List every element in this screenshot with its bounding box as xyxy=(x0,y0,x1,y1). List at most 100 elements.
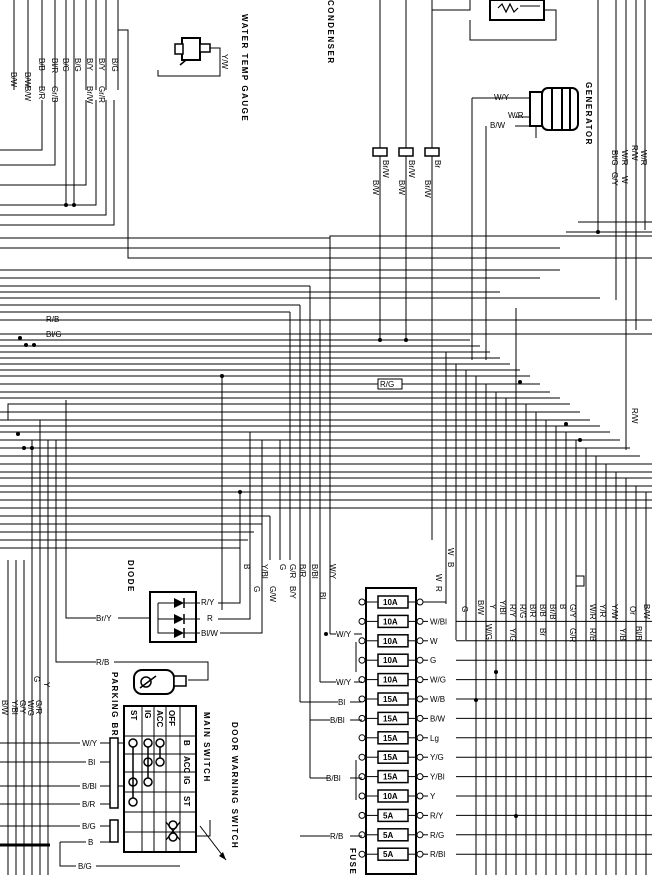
ms-wire-br: B/R xyxy=(82,800,96,809)
top-left-wire-labels: B/W B/W B/B Bl/R B/G B/G B/Y B/Y B/G Gr/… xyxy=(9,58,119,104)
fuse-output-label: R/G xyxy=(430,831,444,840)
fuse-terminal-right xyxy=(416,850,424,858)
svg-text:W/G: W/G xyxy=(484,624,493,640)
svg-text:W/G: W/G xyxy=(26,700,35,716)
gen-label-bw: B/W xyxy=(490,121,506,130)
fuse-left-bbl2: B/Bl xyxy=(326,774,341,783)
svg-text:W/R: W/R xyxy=(639,150,648,166)
svg-text:Y: Y xyxy=(42,682,51,688)
ms-col-off: OFF xyxy=(167,710,176,726)
fuse-amp: 5A xyxy=(383,850,393,859)
svg-text:B/Y: B/Y xyxy=(288,586,297,600)
parking-label-rb: R/B xyxy=(96,658,109,667)
fuse-terminal-right xyxy=(416,773,424,781)
generator: W/Y W/R B/W GENERATOR xyxy=(471,82,593,360)
fuse-amp: 10A xyxy=(383,676,398,685)
fuse-output-label: W/Bl xyxy=(430,617,447,626)
svg-text:B: B xyxy=(446,562,455,567)
diode: DIODE R/Y R Bl/W Br/Y xyxy=(65,400,263,643)
fuse-terminal-right xyxy=(416,792,424,800)
fuse-left-rb: R/B xyxy=(330,832,343,841)
svg-text:B/Y: B/Y xyxy=(85,58,94,72)
svg-text:G/Y: G/Y xyxy=(610,172,619,186)
svg-text:Bl: Bl xyxy=(318,592,327,599)
fuse-output-label: R/Y xyxy=(430,811,444,820)
fuse-terminal-left xyxy=(358,656,366,664)
svg-text:B/W: B/W xyxy=(9,72,18,88)
ms-row-acc: ACC xyxy=(182,756,191,774)
ms-wire-b: B xyxy=(88,838,93,847)
fuse-output-label: W xyxy=(430,637,438,646)
fuse-terminal-right xyxy=(416,676,424,684)
fuse-row: 5A xyxy=(358,808,424,823)
svg-text:B/G: B/G xyxy=(73,58,82,72)
fuse-amp: 5A xyxy=(383,811,393,820)
fuse-amp: 10A xyxy=(383,637,398,646)
fuse-left-bl: Bl xyxy=(338,698,345,707)
fuse-terminal-left xyxy=(358,792,366,800)
fuse-right-verticals: W B W R G B/W W/G Y Y/Bl R/Y Y/G R/G B/R… xyxy=(434,308,651,875)
svg-text:B: B xyxy=(558,604,567,609)
svg-text:B/B: B/B xyxy=(37,58,46,71)
main-switch: MAIN SWITCH DOOR WARNING SWITCH ST IG AC… xyxy=(0,705,239,871)
svg-text:Br/W: Br/W xyxy=(85,86,94,104)
svg-text:W/R: W/R xyxy=(588,604,597,620)
ms-col-st: ST xyxy=(129,710,138,720)
svg-text:Y/Bl: Y/Bl xyxy=(260,564,269,579)
fuse-terminal-left xyxy=(358,617,366,625)
svg-text:G: G xyxy=(32,676,41,682)
svg-text:Y/B: Y/B xyxy=(618,628,627,641)
svg-text:Br/W: Br/W xyxy=(381,160,390,178)
left-rb-label: R/B xyxy=(46,315,59,324)
fuse-block: FUSE 10A10A10A10A10A15A15A15A15A15A10A5A… xyxy=(299,560,424,875)
ms-wire-bg2: B/G xyxy=(78,862,92,871)
svg-text:G/R: G/R xyxy=(34,700,43,714)
gen-label-wy: W/Y xyxy=(494,93,510,102)
right-top-wires: Bl/G G/Y W/R R/W W/R W xyxy=(566,0,652,450)
fuse-amp: 15A xyxy=(383,773,398,782)
svg-text:G/Y: G/Y xyxy=(568,604,577,618)
fuse-terminal-right xyxy=(416,656,424,664)
svg-text:B/Y: B/Y xyxy=(97,58,106,72)
fuse-row: 10A xyxy=(358,614,424,629)
svg-text:B/W: B/W xyxy=(397,180,406,196)
ms-row-ig: IG xyxy=(182,776,191,784)
fuse-terminal-left xyxy=(358,695,366,703)
fuse-terminal-left xyxy=(358,773,366,781)
svg-text:W: W xyxy=(620,176,629,184)
svg-text:R/W: R/W xyxy=(630,145,639,161)
ms-wire-bg: B/G xyxy=(82,822,96,831)
svg-text:B/G: B/G xyxy=(110,58,119,72)
svg-text:W: W xyxy=(434,574,443,582)
fuse-amp: 10A xyxy=(383,792,398,801)
svg-text:B/G: B/G xyxy=(61,58,70,72)
fuse-row: 5A xyxy=(358,847,424,861)
svg-text:Br/W: Br/W xyxy=(407,160,416,178)
svg-text:B/R: B/R xyxy=(37,86,46,100)
fuse-terminal-left xyxy=(358,637,366,645)
generator-title: GENERATOR xyxy=(584,82,593,146)
diode-title: DIODE xyxy=(126,560,135,593)
diode-label-blw: Bl/W xyxy=(201,629,218,638)
diode-label-r: R xyxy=(207,614,213,623)
main-switch-title: MAIN SWITCH xyxy=(202,712,211,783)
svg-text:G/Y: G/Y xyxy=(18,700,27,714)
svg-text:B/W: B/W xyxy=(371,180,380,196)
water-temp-gauge: Y/W WATER TEMP GAUGE xyxy=(157,14,249,122)
fuse-terminal-right xyxy=(416,695,424,703)
fuse-terminal-left xyxy=(358,598,366,606)
water-temp-wire-label: Y/W xyxy=(220,54,229,70)
fuse-output-label: R/Bl xyxy=(430,850,445,859)
svg-text:Y/G: Y/G xyxy=(508,628,517,642)
ms-wire-wy: W/Y xyxy=(82,739,98,748)
svg-text:B/R: B/R xyxy=(528,604,537,618)
fuse-amp: 15A xyxy=(383,695,398,704)
svg-text:Br/B: Br/B xyxy=(548,604,557,620)
left-bottom-wires: B/W Y/Bl G/Y W/G G Y G/R xyxy=(0,420,51,875)
fuse-row: 5A xyxy=(358,828,424,842)
svg-text:B/W: B/W xyxy=(642,604,651,620)
fuse-amp: 5A xyxy=(383,831,393,840)
fuse-row: 15A xyxy=(358,711,424,726)
